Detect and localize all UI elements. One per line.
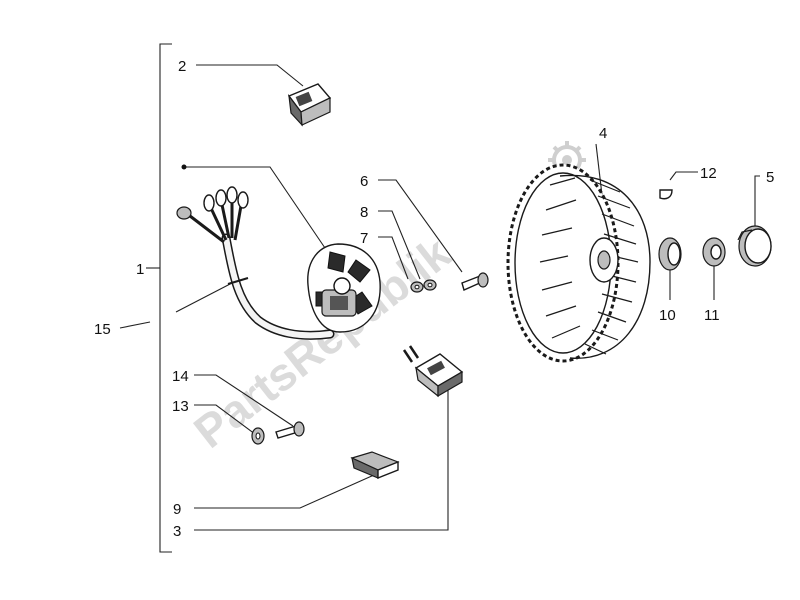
callout-6: 6: [360, 173, 368, 190]
stator-assembly-part: [307, 243, 381, 333]
cap-part: [737, 225, 772, 267]
flywheel-part: [506, 163, 651, 363]
connector-block-part: [287, 83, 332, 127]
callout-11: 11: [704, 307, 720, 324]
grommet-part: [350, 451, 400, 480]
callout-12: 12: [700, 165, 717, 182]
woodruff-key-part: [659, 189, 673, 200]
callout-4: 4: [599, 125, 607, 142]
callout-9: 9: [173, 501, 181, 518]
callout-2: 2: [178, 58, 186, 75]
leader-lines: [119, 64, 760, 531]
callout-15: 15: [94, 321, 111, 338]
spacer-part: [658, 237, 682, 271]
flange-nut-part: [702, 237, 726, 267]
washer-nut-part: [410, 279, 437, 293]
wiring-harness-part: [176, 164, 335, 340]
bolt-part: [275, 421, 305, 439]
callout-3: 3: [173, 523, 181, 540]
pickup-sensor-part: [402, 345, 464, 398]
callout-13: 13: [172, 398, 189, 415]
callout-labels: 1 2 3 4 5 6 7 8 9 10 11 12 13 14 15: [94, 58, 774, 540]
callout-8: 8: [360, 204, 368, 221]
washer-part: [251, 427, 265, 445]
callout-14: 14: [172, 368, 189, 385]
callout-10: 10: [659, 307, 676, 324]
screw-part: [461, 272, 489, 291]
callout-5: 5: [766, 169, 774, 186]
assembly-bracket: [146, 43, 172, 553]
callout-1: 1: [136, 261, 144, 278]
callout-7: 7: [360, 230, 368, 247]
